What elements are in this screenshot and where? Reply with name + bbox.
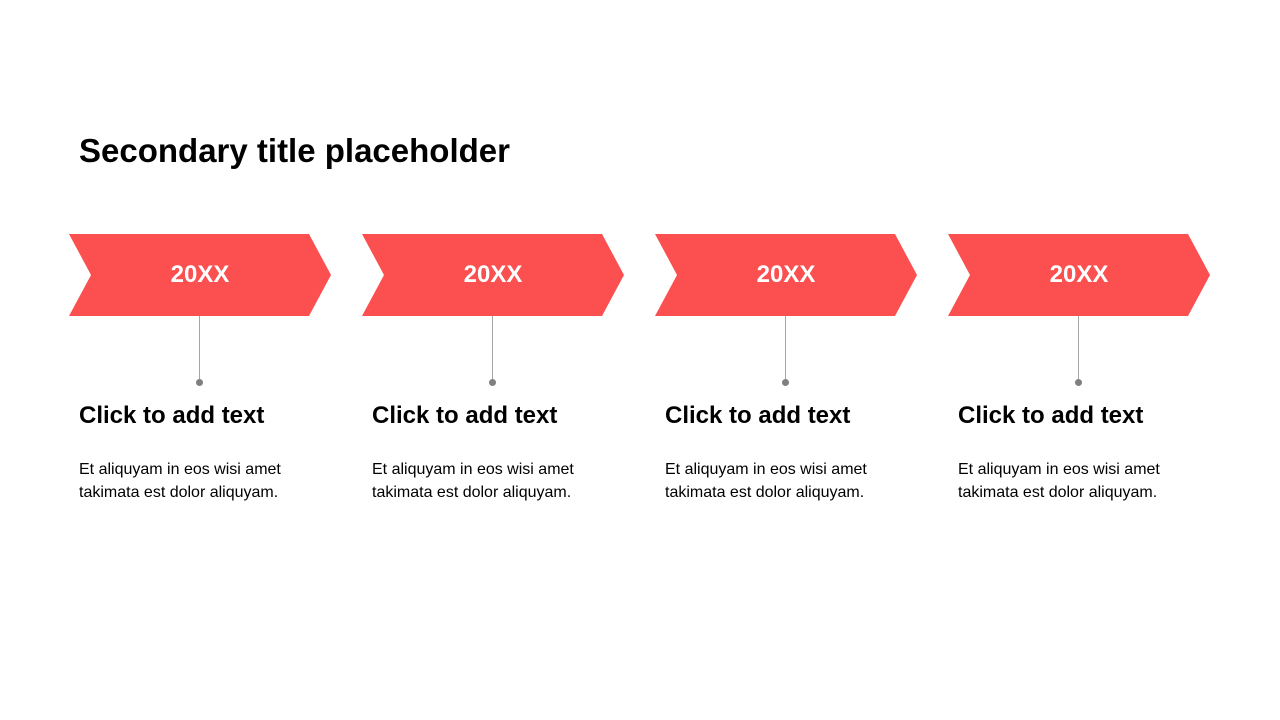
timeline-step-3: 20XX Click to add text Et aliquyam in eo… xyxy=(655,234,917,514)
connector-dot xyxy=(1075,379,1082,386)
chevron-arrow: 20XX xyxy=(655,234,917,316)
slide-title: Secondary title placeholder xyxy=(79,132,510,169)
step-heading: Click to add text xyxy=(665,402,851,429)
year-label: 20XX xyxy=(463,261,523,288)
chevron-shape xyxy=(362,234,624,316)
chevron-arrow: 20XX xyxy=(69,234,331,316)
step-heading: Click to add text xyxy=(958,402,1144,429)
connector-line xyxy=(785,316,786,380)
chevron-arrow: 20XX xyxy=(362,234,624,316)
step-body-text: Et aliquyam in eos wisi amet takimata es… xyxy=(79,461,281,501)
chevron-shape xyxy=(69,234,331,316)
year-label: 20XX xyxy=(170,261,230,288)
chevron-shape xyxy=(655,234,917,316)
connector-line xyxy=(492,316,493,380)
connector-dot xyxy=(196,379,203,386)
step-body-text: Et aliquyam in eos wisi amet takimata es… xyxy=(665,461,867,501)
step-heading: Click to add text xyxy=(372,402,558,429)
timeline-step-4: 20XX Click to add text Et aliquyam in eo… xyxy=(948,234,1210,514)
timeline-step-1: 20XX Click to add text Et aliquyam in eo… xyxy=(69,234,331,514)
connector-dot xyxy=(782,379,789,386)
chevron-shape xyxy=(948,234,1210,316)
step-body-text: Et aliquyam in eos wisi amet takimata es… xyxy=(372,461,574,501)
year-label: 20XX xyxy=(756,261,816,288)
chevron-arrow: 20XX xyxy=(948,234,1210,316)
connector-line xyxy=(199,316,200,380)
connector-line xyxy=(1078,316,1079,380)
connector-dot xyxy=(489,379,496,386)
step-body-text: Et aliquyam in eos wisi amet takimata es… xyxy=(958,461,1160,501)
year-label: 20XX xyxy=(1049,261,1109,288)
timeline-step-2: 20XX Click to add text Et aliquyam in eo… xyxy=(362,234,624,514)
step-heading: Click to add text xyxy=(79,402,265,429)
